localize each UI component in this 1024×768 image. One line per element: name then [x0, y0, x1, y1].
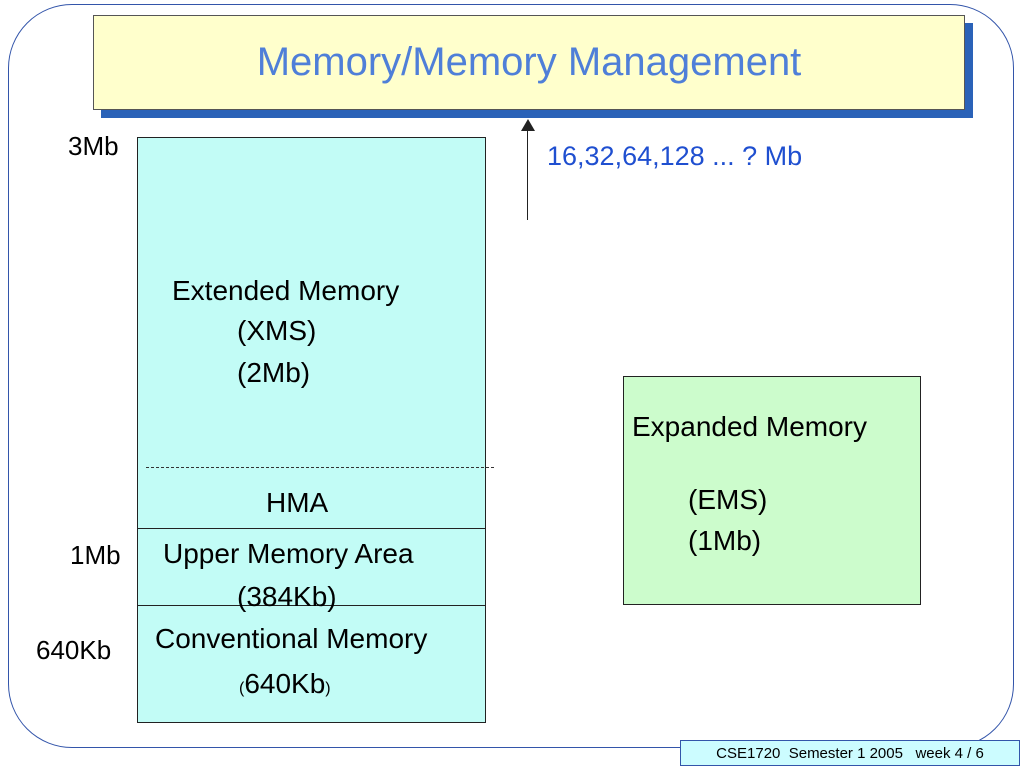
- conventional-size-close-paren: ): [325, 680, 331, 697]
- expanded-memory-block: [623, 376, 921, 605]
- conventional-size-open-paren: (: [239, 680, 245, 697]
- conventional-size-value: 640Kb: [244, 668, 326, 699]
- upper-memory-size: (384Kb): [237, 581, 337, 612]
- footer-box: CSE1720 Semester 1 2005 week 4 / 6: [680, 740, 1020, 766]
- growth-arrow-line: [527, 126, 528, 220]
- hma-boundary-dashed-line: [146, 467, 494, 468]
- page-title: Memory/Memory Management: [256, 40, 802, 84]
- growth-label: 16,32,64,128 ... ? Mb: [547, 141, 803, 171]
- extended-memory-abbrev: (XMS): [237, 315, 317, 346]
- extended-memory-size: (2Mb): [237, 357, 311, 388]
- expanded-memory-size: (1Mb): [688, 525, 762, 556]
- address-label-3mb: 3Mb: [68, 131, 119, 161]
- extended-memory-title: Extended Memory: [172, 275, 400, 306]
- conventional-memory-title: Conventional Memory: [155, 623, 428, 654]
- arrow-up-icon: [521, 119, 535, 131]
- address-label-640kb: 640Kb: [36, 635, 112, 665]
- expanded-memory-title: Expanded Memory: [632, 411, 868, 442]
- upper-memory-top-line: [137, 528, 486, 529]
- expanded-memory-abbrev: (EMS): [688, 484, 768, 515]
- upper-memory-title: Upper Memory Area: [163, 538, 414, 569]
- slide-frame: [8, 4, 1014, 748]
- conventional-memory-size: (640Kb): [239, 670, 331, 698]
- conventional-memory-top-line: [137, 605, 486, 606]
- hma-label: HMA: [266, 487, 329, 518]
- address-label-1mb: 1Mb: [70, 540, 121, 570]
- footer-text: CSE1720 Semester 1 2005 week 4 / 6: [716, 744, 984, 762]
- memory-column: [137, 137, 486, 723]
- title-box: Memory/Memory Management: [93, 15, 965, 110]
